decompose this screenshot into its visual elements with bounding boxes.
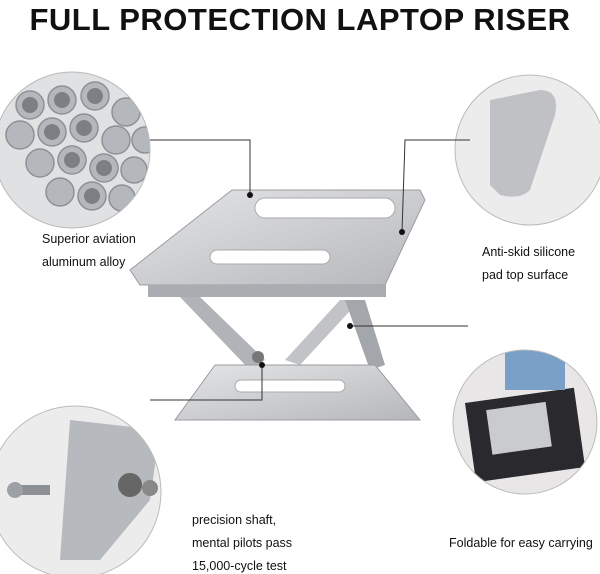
callout-dots (247, 192, 405, 368)
laptop-stand-image (129, 189, 426, 421)
caption-line: Anti-skid silicone (482, 245, 576, 259)
caption-line: Foldable for easy carrying (449, 536, 593, 550)
silicone-pad-image (454, 74, 600, 226)
feature-caption-foldable: Foldable for easy carrying (449, 532, 593, 555)
caption-line: aluminum alloy (42, 255, 126, 269)
feature-caption-silicone-pad: Anti-skid silicone pad top surface (482, 241, 575, 287)
feature-caption-aluminum: Superior aviation aluminum alloy (42, 228, 136, 274)
feature-caption-shaft: precision shaft, mental pilots pass 15,0… (192, 509, 292, 574)
page-title: FULL PROTECTION LAPTOP RISER (29, 2, 571, 37)
callout-lines (150, 139, 470, 401)
caption-line: 15,000-cycle test (192, 559, 287, 573)
travel-bag-image (453, 350, 597, 494)
caption-line: mental pilots pass (192, 536, 293, 550)
caption-line: precision shaft, (192, 513, 277, 527)
caption-line: Superior aviation (42, 232, 136, 246)
aluminum-tubes-image (0, 72, 150, 228)
caption-line: pad top surface (482, 268, 569, 282)
precision-shaft-image (0, 406, 161, 574)
